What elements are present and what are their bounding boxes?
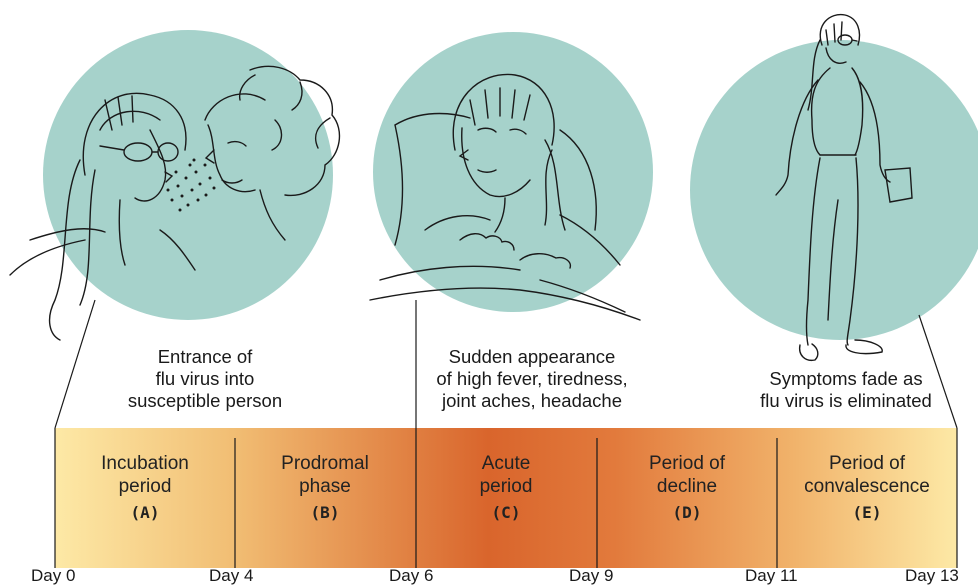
- illustration-circle-1: [43, 30, 333, 320]
- day-label-11: Day 11: [745, 566, 798, 585]
- day-label-4: Day 4: [209, 566, 254, 585]
- caption-sudden-line-2: of high fever, tiredness,: [436, 368, 628, 389]
- illustration-circle-2: [373, 32, 653, 312]
- day-label-6: Day 6: [389, 566, 434, 585]
- phase-convalescence-letter: (E): [852, 503, 882, 522]
- woman-in-bed-illustration: [369, 73, 641, 321]
- standing-woman-illustration: [775, 13, 913, 362]
- phase-decline-letter: (D): [672, 503, 702, 522]
- phase-acute-letter: (C): [491, 503, 521, 522]
- phase-prodromal-name-1: Prodromal: [281, 453, 369, 474]
- day-label-13: Day 13: [905, 566, 959, 585]
- caption-symptoms-fade: Symptoms fade as flu virus is eliminated: [730, 368, 962, 412]
- caption-sudden-appearance: Sudden appearance of high fever, tiredne…: [412, 346, 652, 412]
- phase-decline: Period of decline (D): [607, 452, 767, 524]
- caption-entrance-line-1: Entrance of: [157, 346, 253, 367]
- phase-prodromal-letter: (B): [310, 503, 340, 522]
- phase-acute: Acute period (C): [426, 452, 586, 524]
- illustration-circle-3: [690, 40, 978, 340]
- day-ticks: [54, 428, 958, 568]
- phase-acute-name-2: period: [479, 476, 533, 497]
- phase-prodromal-name-2: phase: [299, 476, 351, 497]
- phase-incubation-name-1: Incubation: [101, 453, 189, 474]
- caption-sudden-line-1: Sudden appearance: [448, 346, 616, 367]
- caption-fade-line-2: flu virus is eliminated: [760, 390, 932, 411]
- caption-fade-line-1: Symptoms fade as: [769, 368, 923, 389]
- caption-entrance: Entrance of flu virus into susceptible p…: [105, 346, 305, 412]
- timeline-bar: [55, 428, 957, 568]
- leader-lines: [54, 299, 958, 429]
- caption-entrance-line-3: susceptible person: [127, 390, 283, 411]
- phase-incubation: Incubation period (A): [65, 452, 225, 524]
- phase-convalescence: Period of convalescence (E): [782, 452, 952, 524]
- phase-convalescence-name-2: convalescence: [804, 476, 930, 497]
- phase-incubation-name-2: period: [118, 476, 172, 497]
- phase-prodromal: Prodromal phase (B): [245, 452, 405, 524]
- caption-sudden-line-3: joint aches, headache: [442, 390, 622, 411]
- phase-acute-name-1: Acute: [481, 453, 531, 474]
- sneeze-droplets: [166, 158, 216, 212]
- phase-incubation-letter: (A): [130, 503, 160, 522]
- phase-convalescence-name-1: Period of: [828, 453, 906, 474]
- day-label-0: Day 0: [31, 566, 76, 585]
- phase-decline-name-1: Period of: [648, 453, 726, 474]
- day-label-9: Day 9: [569, 566, 614, 585]
- woman-sneezed-on-illustration: [9, 65, 341, 341]
- caption-entrance-line-2: flu virus into: [155, 368, 255, 389]
- phase-decline-name-2: decline: [656, 476, 718, 497]
